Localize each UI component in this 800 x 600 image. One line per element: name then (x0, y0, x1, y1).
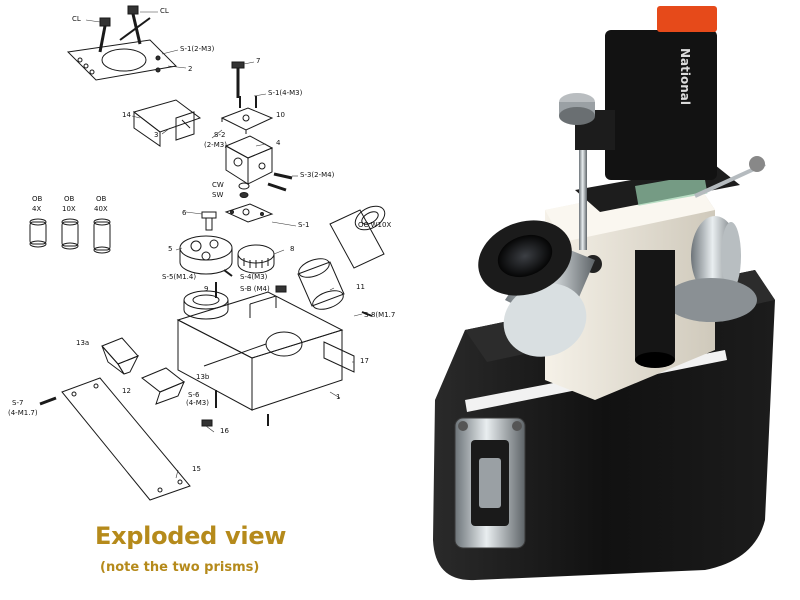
label-ob-10x-mag: 10X (62, 205, 76, 213)
brand-text: National (678, 48, 692, 105)
focus-knob[interactable] (665, 216, 757, 322)
label-s1-2m3: S-1(2-M3) (180, 45, 215, 53)
label-s1: S-1 (298, 221, 310, 229)
stage-ring (183, 290, 229, 320)
label-cw: CW (212, 181, 224, 189)
label-5: 5 (168, 245, 173, 253)
label-s8: S-8(M1.7) (364, 311, 399, 319)
label-14: 14 (122, 111, 131, 119)
label-sw: SW (212, 191, 224, 199)
screw-9 (215, 269, 287, 298)
tube-11 (297, 258, 345, 310)
label-s3: S-3(2-M4) (300, 171, 335, 179)
label-13b: 13b (196, 373, 210, 381)
label-s2-sub: (2-M3) (204, 141, 227, 149)
eyepiece[interactable] (468, 208, 597, 368)
caption-title: Exploded view (95, 522, 287, 550)
label-4: 4 (276, 139, 281, 147)
screws-misc (39, 311, 373, 427)
label-15: 15 (192, 465, 201, 473)
objective-40x (93, 218, 111, 254)
screws-s3 (267, 172, 293, 192)
light-unit (575, 6, 717, 250)
eyepiece-oc (329, 205, 386, 269)
top-knob[interactable] (559, 93, 595, 125)
label-cl-left: CL (72, 15, 81, 23)
label-11: 11 (356, 283, 365, 291)
main-body-1 (176, 291, 344, 411)
label-cl-right: CL (160, 7, 169, 15)
label-oc: OC W10X (358, 221, 392, 229)
label-s4: S-4(M3) (240, 273, 268, 281)
label-3: 3 (154, 131, 159, 139)
label-16: 16 (220, 427, 229, 435)
prism-13a[interactable] (101, 337, 140, 375)
label-ob-40x: OB (96, 195, 107, 203)
caption-subtitle: (note the two prisms) (100, 560, 260, 575)
label-sb: S-B (M4) (240, 285, 270, 293)
label-s6: S-6 (188, 391, 200, 399)
cover-plate-17 (323, 341, 355, 373)
label-ob-4x-mag: 4X (32, 205, 42, 213)
label-1: 1 (336, 393, 341, 401)
leader-lines (85, 11, 363, 479)
label-7: 7 (256, 57, 261, 65)
plate-s1 (224, 203, 274, 223)
label-s7: S-7 (12, 399, 24, 407)
exploded-view-diagram: CL CL S-1(2-M3) 2 7 S-1(4-M3) 10 14 3 S-… (0, 0, 399, 600)
label-2: 2 (188, 65, 193, 73)
exploded-view-drawing (29, 5, 386, 501)
bracket-14 (132, 99, 202, 147)
label-12: 12 (122, 387, 131, 395)
label-ob-40x-mag: 40X (94, 205, 108, 213)
prism-13b[interactable] (141, 367, 185, 405)
label-6: 6 (182, 209, 187, 217)
label-s2: S-2 (214, 131, 226, 139)
label-s1-4m3: S-1(4-M3) (268, 89, 303, 97)
objective-10x (61, 218, 79, 250)
label-s7-sub: (4-M1.7) (8, 409, 38, 417)
case-latch[interactable] (454, 417, 526, 549)
label-10: 10 (276, 111, 285, 119)
label-s5: S-5(M1.4) (162, 273, 197, 281)
block-4 (224, 135, 274, 185)
label-s6-sub: (4-M3) (186, 399, 209, 407)
plate-10 (220, 96, 274, 134)
focus-knob-8 (237, 244, 275, 274)
objective-4x (29, 218, 47, 248)
microscope-photo: National (395, 0, 800, 600)
washers-cw-sw (238, 182, 250, 198)
clip-lever-assembly (66, 5, 178, 81)
label-9: 9 (204, 285, 209, 293)
objective-column (635, 250, 675, 368)
label-17: 17 (360, 357, 369, 365)
label-ob-10x: OB (64, 195, 75, 203)
label-13a: 13a (76, 339, 90, 347)
screw-7 (231, 61, 245, 98)
part-6 (201, 211, 217, 231)
base-plate-15 (61, 377, 191, 501)
microscope-illustration: National (433, 6, 775, 581)
label-ob-4x: OB (32, 195, 43, 203)
turret-5 (179, 235, 233, 275)
label-8: 8 (290, 245, 295, 253)
